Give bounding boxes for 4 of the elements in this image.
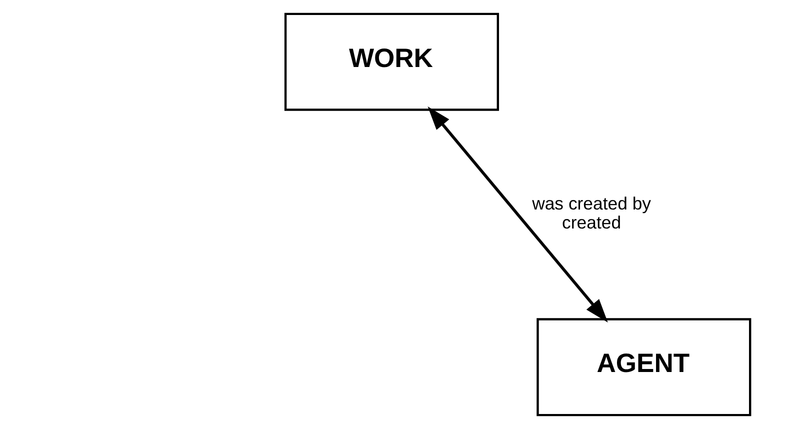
edge-label: was created by created (532, 193, 652, 233)
node-box: WORK (284, 12, 500, 111)
node-box: AGENT (536, 318, 752, 416)
arrow (428, 106, 608, 322)
